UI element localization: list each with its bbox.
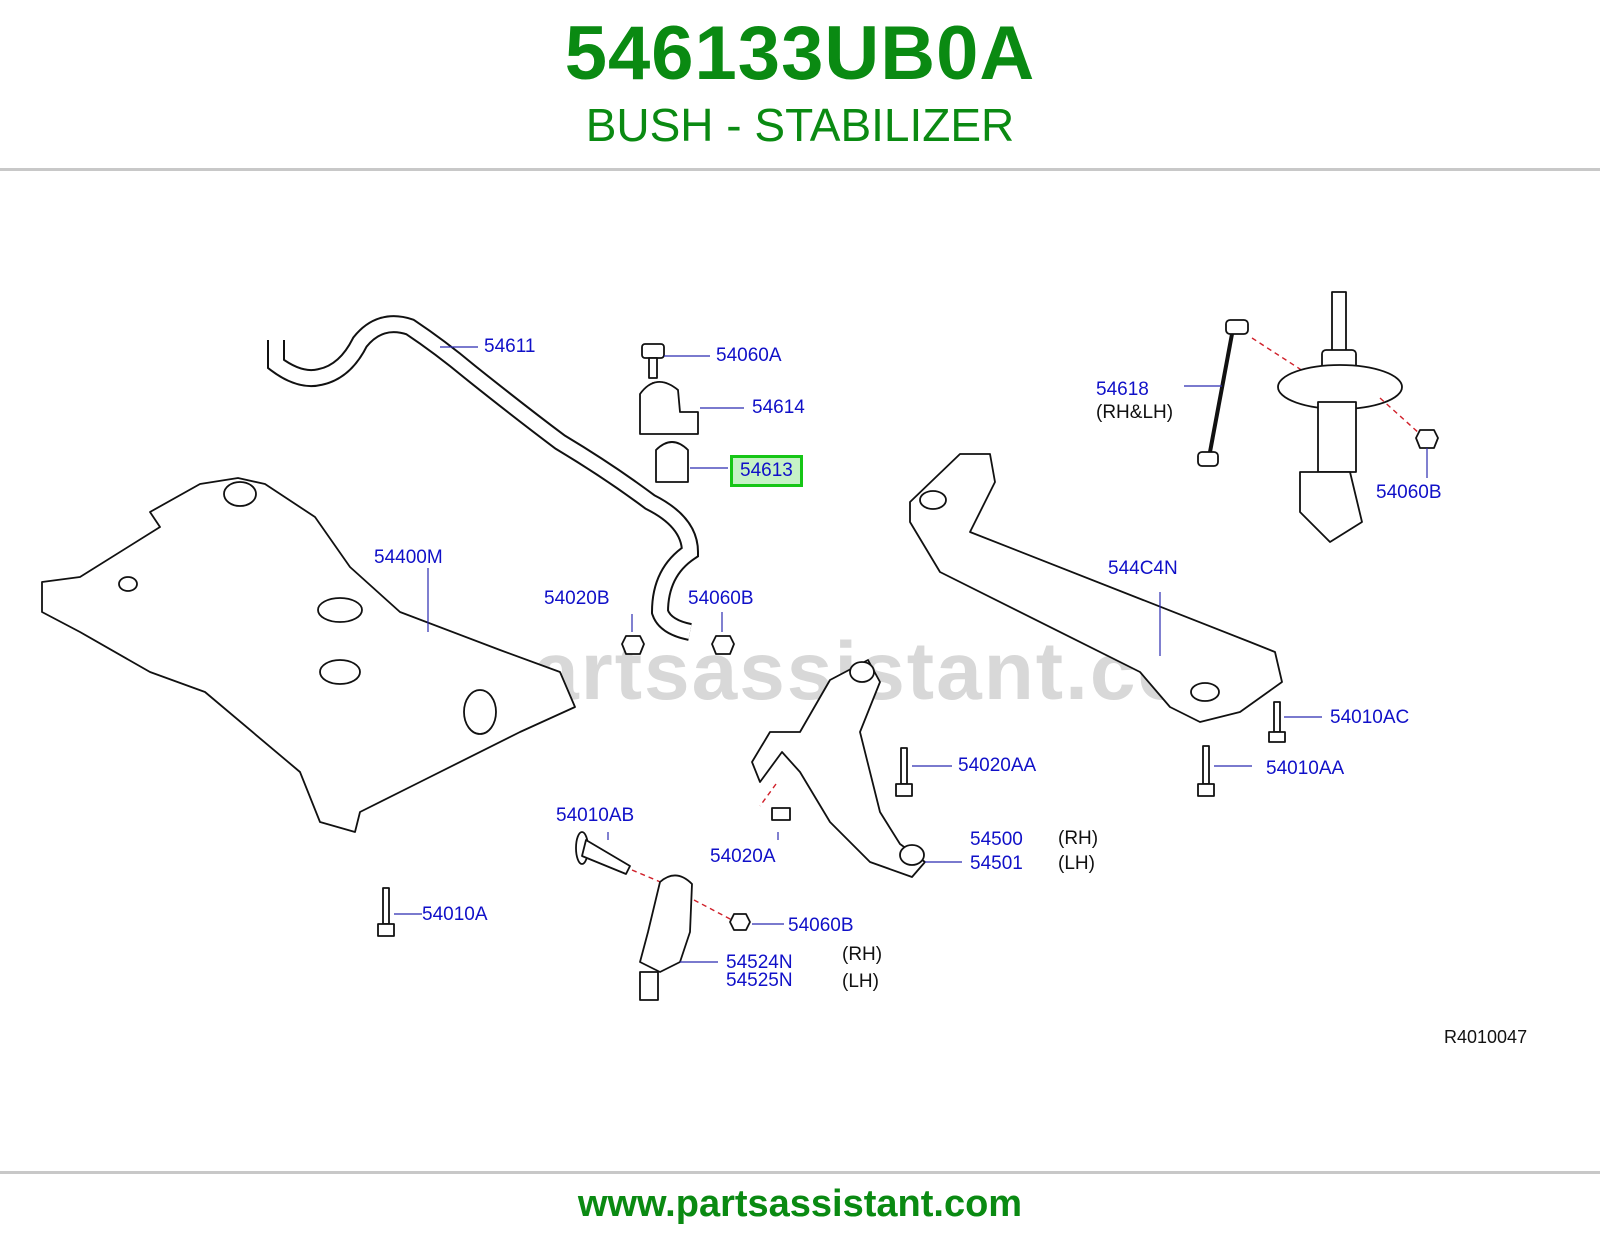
callout-54020b: 54020B [544,588,610,609]
nut-54060b-bottom-shape [729,913,751,931]
bolt-54010a-shape [382,887,390,925]
bolt-54010aa-shape [1202,745,1210,785]
header-divider [0,168,1600,171]
callout-54020aa: 54020AA [958,755,1037,776]
lower-arm-shape [751,659,926,878]
bushing-54613-shape [655,441,689,483]
parts-diagram: www.partsassistant.com [0,172,1600,1168]
footer-divider [0,1171,1600,1174]
bolt-54020aa-shape [900,747,908,785]
callout-54060a: 54060A [716,345,782,366]
part-number: 546133UB0A [564,11,1036,96]
callout-54614: 54614 [752,397,805,418]
side-label-rh-arm: (RH) [1058,828,1099,849]
callout-54400m: 54400M [374,547,443,568]
callout-54060b-bar: 54060B [688,588,754,609]
strut-shape [1277,291,1403,543]
side-label-rh-lh: (RH&LH) [1096,402,1174,423]
callout-54524n: 54524N [726,952,793,973]
callout-54611: 54611 [484,336,536,357]
leader-lines [394,346,1428,963]
nut-54060b-right-shape [1415,429,1439,449]
subframe-54400m-shape [41,477,576,833]
diagram-artwork [41,291,1439,1001]
link-54618-shape [1197,319,1249,467]
callout-54010ab: 54010AB [556,805,635,826]
side-label-lh-arm: (LH) [1058,853,1095,874]
bolt-54020a-shape [771,807,791,821]
callout-54010ac: 54010AC [1330,707,1410,728]
bolt-54010ac-shape [1273,701,1281,733]
side-label-lh-bracket: (LH) [842,971,879,992]
callout-54060b-bottom: 54060B [788,915,854,936]
callout-54060b-strut: 54060B [1376,482,1442,503]
bracket-54524n-shape [639,874,693,973]
footer-url-link[interactable]: www.partsassistant.com [577,1183,1023,1225]
nut-54020b-shape [621,635,645,655]
callout-54525n: 54525N [726,970,793,991]
callout-54501: 54501 [970,853,1023,874]
callout-54500: 54500 [970,829,1023,850]
bracket-544c4n-shape [909,453,1283,723]
nut-54060b-left-shape [711,635,735,655]
callout-54020a: 54020A [710,846,776,867]
header: 546133UB0A BUSH - STABILIZER [0,0,1600,168]
callout-54010aa: 54010AA [1266,758,1345,779]
callout-54613-highlighted[interactable]: 54613 [730,455,803,487]
bolt-54010ab-shape [575,831,631,875]
callout-544c4n: 544C4N [1108,558,1178,579]
callout-54010a: 54010A [422,904,488,925]
diagram-reference-code: R4010047 [1444,1027,1528,1047]
side-label-rh-bracket: (RH) [842,944,883,965]
callout-54618: 54618 [1096,379,1149,400]
part-name: BUSH - STABILIZER [585,99,1015,151]
bolt-54060a-shape [641,343,665,379]
clamp-54614-shape [639,381,699,435]
